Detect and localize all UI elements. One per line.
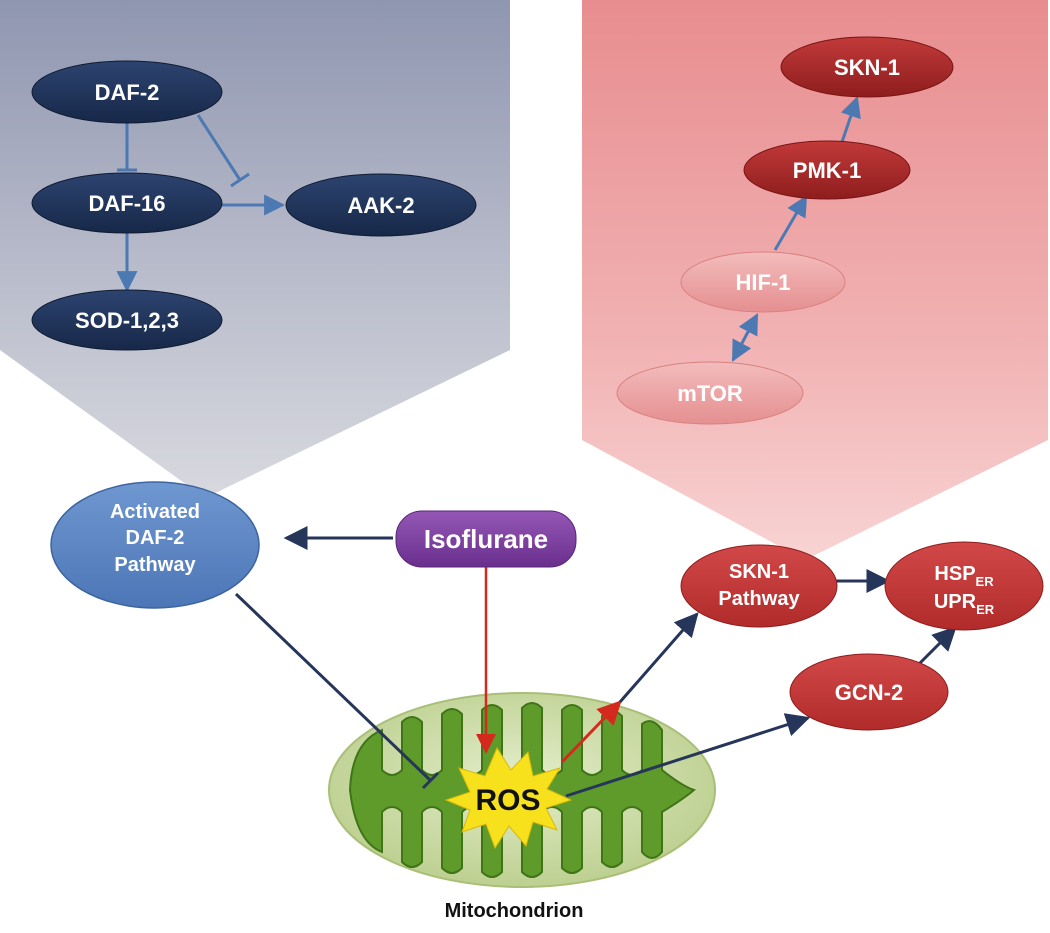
ros-to-gcn2-edge xyxy=(565,713,811,798)
ros-to-skn1-dark-edge xyxy=(618,612,699,703)
node-daf2: DAF-2 xyxy=(31,60,223,124)
activated-label-line1: Activated xyxy=(110,501,200,523)
activated-label-line3: Pathway xyxy=(114,554,196,576)
node-gcn2-label: GCN-2 xyxy=(835,680,903,705)
node-pmk1: PMK-1 xyxy=(743,140,911,200)
node-isoflurane-label: Isoflurane xyxy=(424,524,548,554)
node-gcn2: GCN-2 xyxy=(789,653,949,731)
node-sod-label: SOD-1,2,3 xyxy=(75,308,179,333)
ros-star-icon xyxy=(444,746,573,850)
node-daf2-label: DAF-2 xyxy=(95,80,160,105)
upr-sub: ER xyxy=(976,602,995,617)
hsp-sub: ER xyxy=(976,574,995,589)
hif1-to-pmk1-edge xyxy=(773,195,808,251)
node-daf16-label: DAF-16 xyxy=(88,191,165,216)
upr-main: UPR xyxy=(934,591,977,613)
hsp-label: HSPER xyxy=(934,563,994,589)
activated-label-line2: DAF-2 xyxy=(126,527,185,549)
node-skn1-pathway: SKN-1 Pathway xyxy=(680,544,838,628)
pmk1-to-skn1-edge xyxy=(840,96,861,143)
daf2-inhibits-aak2-edge xyxy=(196,114,250,188)
ros-label: ROS xyxy=(475,784,540,817)
activated-inhibits-ros-edge xyxy=(234,592,440,790)
skn1-pathway-label-line1: SKN-1 xyxy=(729,561,789,583)
node-aak2-label: AAK-2 xyxy=(347,193,414,218)
node-mtor: mTOR xyxy=(616,361,804,425)
node-mtor-label: mTOR xyxy=(677,381,743,406)
mitochondrion-caption: Mitochondrion xyxy=(445,900,584,922)
hsp-main: HSP xyxy=(934,563,975,585)
node-daf16: DAF-16 xyxy=(31,172,223,234)
node-aak2: AAK-2 xyxy=(285,173,477,237)
node-sod: SOD-1,2,3 xyxy=(31,289,223,351)
mtor-hif1-edge xyxy=(731,313,759,362)
node-isoflurane: Isoflurane xyxy=(395,510,577,568)
node-skn1-top-label: SKN-1 xyxy=(834,55,900,80)
node-hif1-label: HIF-1 xyxy=(736,270,791,295)
ros-burst: ROS xyxy=(444,746,573,850)
node-hsp-upr: HSPER UPRER xyxy=(884,541,1044,631)
node-activated-daf2-pathway: Activated DAF-2 Pathway xyxy=(50,481,260,609)
daf2-inhibits-daf16-edge xyxy=(117,120,137,172)
node-pmk1-label: PMK-1 xyxy=(793,158,861,183)
skn1-pathway-label-line2: Pathway xyxy=(718,588,800,610)
upr-label: UPRER xyxy=(934,591,995,617)
node-hif1: HIF-1 xyxy=(680,251,846,313)
node-skn1-top: SKN-1 xyxy=(780,36,954,98)
ros-to-skn1-red-edge xyxy=(560,700,622,764)
gcn2-to-hsp-edge xyxy=(916,626,957,667)
